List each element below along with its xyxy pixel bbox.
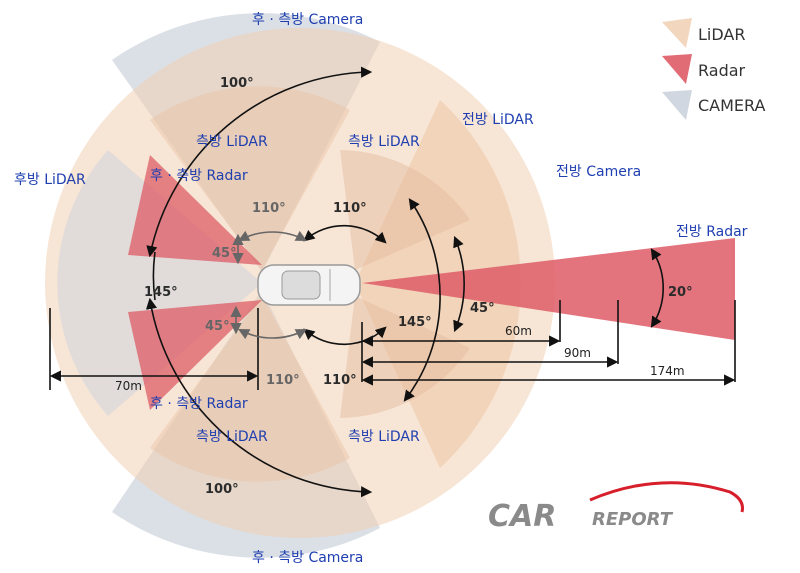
- angle-camera-top: 100°: [220, 76, 254, 91]
- legend-lidar-label: LiDAR: [698, 25, 745, 44]
- logo-report: REPORT: [592, 509, 674, 530]
- angle-lidar-br: 110°: [323, 373, 357, 388]
- angle-front-lidar: 45°: [470, 301, 495, 316]
- angle-arcs-grey: [230, 230, 307, 340]
- legend-camera-swatch: [662, 90, 692, 120]
- logo-car: CAR: [488, 499, 556, 534]
- angle-radar-rear-top: 45°: [212, 246, 237, 261]
- label-front-camera: 전방 Camera: [556, 164, 641, 180]
- legend-radar-swatch: [662, 54, 692, 84]
- legend-lidar-swatch: [662, 18, 692, 48]
- car-icon: [257, 264, 361, 306]
- distance-174m: 174m: [650, 364, 685, 378]
- legend: LiDAR Radar CAMERA: [662, 18, 766, 120]
- angle-front-radar: 20°: [668, 285, 693, 300]
- angle-lidar-tr: 110°: [333, 201, 367, 216]
- distance-60m: 60m: [505, 324, 532, 338]
- label-side-lidar-tl: 측방 LiDAR: [196, 134, 268, 150]
- angle-arcs: [145, 66, 665, 498]
- angle-lidar-bl: 110°: [266, 373, 300, 388]
- rear-camera-sector: [57, 150, 263, 416]
- label-rear-side-radar-bottom: 후 · 측방 Radar: [150, 396, 248, 412]
- front-radar-beam: [362, 238, 735, 340]
- angle-front-camera: 145°: [398, 315, 432, 330]
- label-rear-side-camera-bottom: 후 · 측방 Camera: [252, 550, 363, 566]
- angle-radar-rear-bottom: 45°: [205, 319, 230, 334]
- label-rear-side-radar-top: 후 · 측방 Radar: [150, 168, 248, 184]
- legend-radar-label: Radar: [698, 61, 746, 80]
- label-front-radar: 전방 Radar: [676, 224, 748, 240]
- label-front-lidar: 전방 LiDAR: [462, 112, 534, 128]
- label-side-lidar-br: 측방 LiDAR: [348, 429, 420, 445]
- label-rear-side-camera-top: 후 · 측방 Camera: [252, 12, 363, 28]
- car-report-logo: CAR REPORT: [488, 481, 744, 534]
- distance-90m: 90m: [564, 346, 591, 360]
- angle-rear-camera: 145°: [144, 285, 178, 300]
- angle-camera-bottom: 100°: [205, 482, 239, 497]
- angle-lidar-tl: 110°: [252, 201, 286, 216]
- label-side-lidar-tr: 측방 LiDAR: [348, 134, 420, 150]
- distance-70m: 70m: [115, 379, 142, 393]
- label-side-lidar-bl: 측방 LiDAR: [196, 429, 268, 445]
- legend-camera-label: CAMERA: [698, 96, 766, 115]
- label-rear-lidar: 후방 LiDAR: [14, 172, 86, 188]
